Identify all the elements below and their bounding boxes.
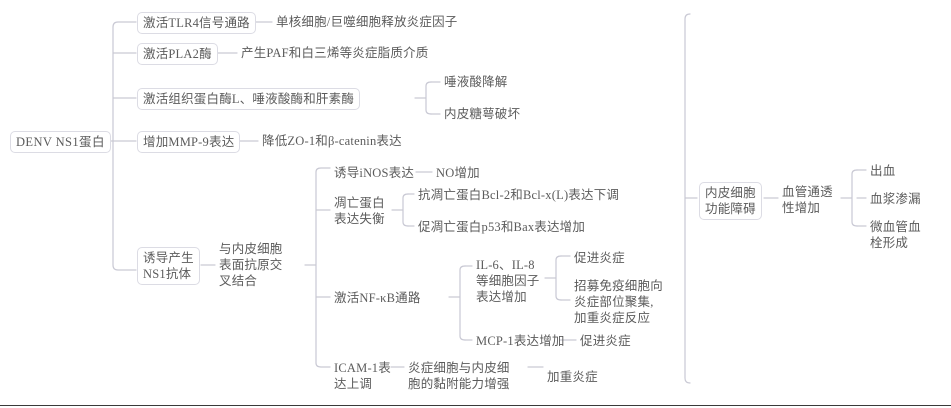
node-activate-pla2-enzyme[interactable]: 激活PLA2酶: [137, 43, 218, 65]
node-activate-cathepsinl-sialidase-heparanase[interactable]: 激活组织蛋白酶L、唾液酸酶和肝素酶: [137, 88, 361, 110]
node-promote-inflammation-1[interactable]: 促进炎症: [574, 251, 625, 265]
node-increased-vascular-permeability[interactable]: 血管通透 性增加: [782, 185, 833, 215]
node-no-increase[interactable]: NO增加: [436, 166, 480, 180]
node-activate-tlr4-pathway[interactable]: 激活TLR4信号通路: [137, 12, 256, 34]
node-promote-inflammation-2[interactable]: 促进炎症: [580, 334, 631, 348]
node-endothelial-glycocalyx-damage[interactable]: 内皮糖萼破坏: [444, 107, 521, 121]
node-outcome-plasma-leakage[interactable]: 血浆渗漏: [870, 192, 921, 206]
node-decrease-zo1-bcatenin[interactable]: 降低ZO-1和β-catenin表达: [262, 134, 402, 148]
node-icam1-upregulation[interactable]: ICAM-1表 达上调: [334, 361, 391, 391]
node-produce-paf-leukotriene[interactable]: 产生PAF和白三烯等炎症脂质介质: [241, 46, 429, 60]
node-monocyte-macrophage-cytokine-release[interactable]: 单核细胞/巨噬细胞释放炎症因子: [276, 15, 458, 29]
node-proapoptotic-p53-bax-increased[interactable]: 促凋亡蛋白p53和Bax表达增加: [418, 220, 586, 234]
node-outcome-hemorrhage[interactable]: 出血: [870, 164, 896, 178]
node-leukocyte-endothelial-adhesion[interactable]: 炎症细胞与内皮细 胞的黏附能力增强: [408, 361, 510, 391]
node-recruit-immune-cells[interactable]: 招募免疫细胞向 炎症部位聚集, 加重炎症反应: [574, 279, 663, 325]
node-induce-ns1-antibody[interactable]: 诱导产生 NS1抗体: [137, 247, 200, 285]
node-outcome-microthrombosis[interactable]: 微血管血 栓形成: [870, 220, 921, 250]
node-apoptosis-protein-imbalance[interactable]: 凋亡蛋白 表达失衡: [334, 196, 385, 226]
node-root-denv-ns1-protein[interactable]: DENV NS1蛋白: [10, 131, 111, 153]
node-mcp1-expression-increase[interactable]: MCP-1表达增加: [476, 334, 565, 348]
node-induce-inos-expression[interactable]: 诱导iNOS表达: [334, 166, 415, 180]
node-sialic-acid-degradation[interactable]: 唾液酸降解: [444, 75, 508, 89]
node-increase-mmp9-expression[interactable]: 增加MMP-9表达: [137, 131, 241, 153]
bottom-divider: [0, 405, 951, 406]
node-endothelial-cell-dysfunction[interactable]: 内皮细胞 功能障碍: [699, 182, 762, 220]
node-aggravate-inflammation[interactable]: 加重炎症: [547, 370, 598, 384]
node-il6-il8-cytokine-increase[interactable]: IL-6、IL-8 等细胞因子 表达增加: [476, 258, 540, 304]
node-cross-bind-endothelial-surface-antigen[interactable]: 与内皮细胞 表面抗原交 叉结合: [219, 242, 283, 288]
node-antiapoptotic-bcl2-downregulated[interactable]: 抗凋亡蛋白Bcl-2和Bcl-x(L)表达下调: [418, 188, 620, 202]
node-activate-nfkb-pathway[interactable]: 激活NF-κB通路: [334, 291, 421, 305]
